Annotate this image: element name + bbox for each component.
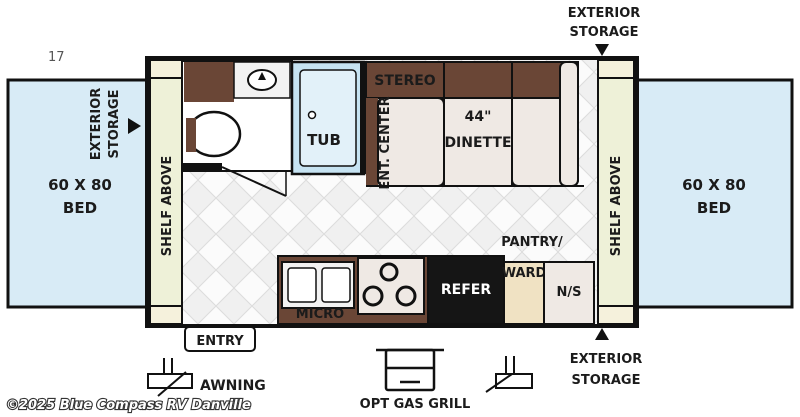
svg-text:STORAGE: STORAGE (570, 25, 639, 40)
right-shelf (597, 77, 635, 324)
pantry-label-line1: PANTRY/ (501, 235, 563, 250)
vanity-cabinet (184, 62, 234, 102)
top-exterior-storage-label: EXTERIOR STORAGE (568, 6, 641, 40)
left-storage-arrow (128, 118, 141, 134)
stereo-cabinet (365, 61, 447, 99)
entry-label: ENTRY (196, 334, 244, 349)
burner-icon (379, 262, 399, 282)
top-storage-arrow (595, 44, 609, 56)
right-bed (634, 78, 794, 309)
ns-label: N/S (557, 285, 582, 300)
left-shelf-label: SHELF ABOVE (160, 156, 175, 256)
tub-label: TUB (307, 131, 341, 149)
vanity-top (233, 61, 291, 99)
awning-bracket-icon (485, 356, 533, 393)
svg-text:EXTERIOR: EXTERIOR (568, 6, 641, 21)
pantry-cabinet (503, 261, 545, 325)
entry-door (184, 326, 256, 352)
svg-text:STORAGE: STORAGE (107, 90, 122, 159)
ent-center-label: ENT. CENTER (378, 96, 393, 189)
left-bed-size: 60 X 80 (48, 176, 112, 194)
bottom-exterior-storage-label: EXTERIOR STORAGE (570, 352, 643, 388)
right-bed-label: BED (697, 199, 731, 217)
bath-door (221, 166, 287, 197)
ent-center (366, 98, 378, 186)
svg-text:EXTERIOR: EXTERIOR (89, 88, 104, 161)
micro-label: MICRO (296, 307, 344, 322)
awning-icon (147, 358, 193, 397)
gas-grill-icon (376, 348, 444, 392)
burner-icon (395, 285, 417, 307)
bath-wall (182, 163, 222, 171)
svg-text:STORAGE: STORAGE (572, 373, 641, 388)
gas-grill-label: OPT GAS GRILL (360, 397, 471, 412)
stereo-label: STEREO (374, 73, 436, 89)
page-number: 17 (48, 50, 65, 65)
fridge-label: REFER (441, 282, 491, 298)
stove-top (357, 257, 425, 315)
watermark: ©2025 Blue Compass RV Danville (6, 398, 251, 413)
left-bed (6, 78, 150, 309)
right-shelf-label: SHELF ABOVE (609, 156, 624, 256)
burner-icon (362, 285, 384, 307)
awning-label: AWNING (200, 378, 266, 394)
svg-text:EXTERIOR: EXTERIOR (570, 352, 643, 367)
left-bed-label: BED (63, 199, 97, 217)
bottom-storage-arrow (595, 328, 609, 340)
ns-cabinet (543, 261, 595, 325)
left-exterior-storage-label: EXTERIOR STORAGE (89, 88, 122, 161)
dinette-label: DINETTE (444, 135, 511, 151)
pantry-label-line2: WARD (502, 266, 547, 281)
dinette-size: 44" (465, 109, 492, 125)
right-bed-size: 60 X 80 (682, 176, 746, 194)
tub-drain-icon (307, 110, 317, 120)
